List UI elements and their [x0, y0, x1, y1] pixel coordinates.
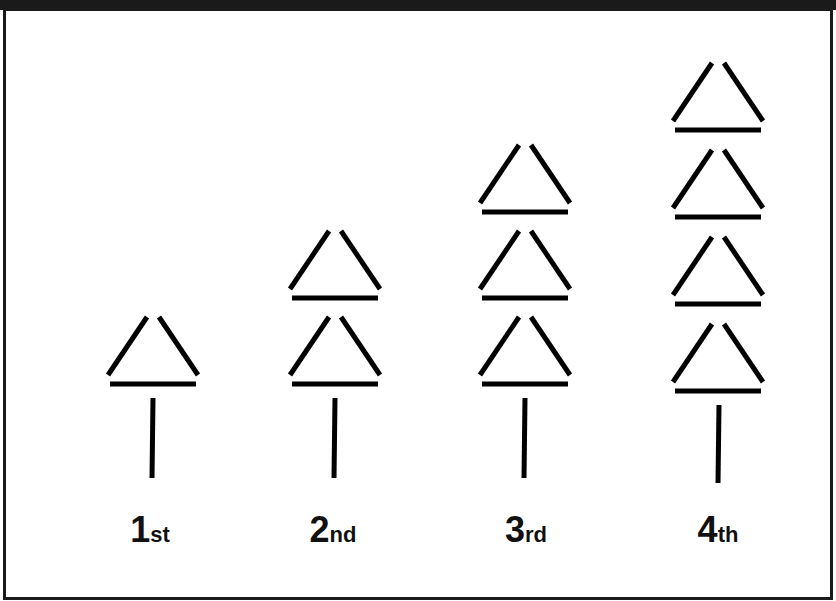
figure-2 [290, 231, 380, 478]
figure-label: 1st [130, 512, 170, 548]
figure-4 [673, 63, 763, 483]
figure-3 [480, 145, 570, 478]
figure-label: 4th [698, 512, 739, 548]
figure-label: 3rd [505, 512, 547, 548]
figure-label: 2nd [310, 512, 357, 548]
figure-1 [108, 317, 198, 478]
